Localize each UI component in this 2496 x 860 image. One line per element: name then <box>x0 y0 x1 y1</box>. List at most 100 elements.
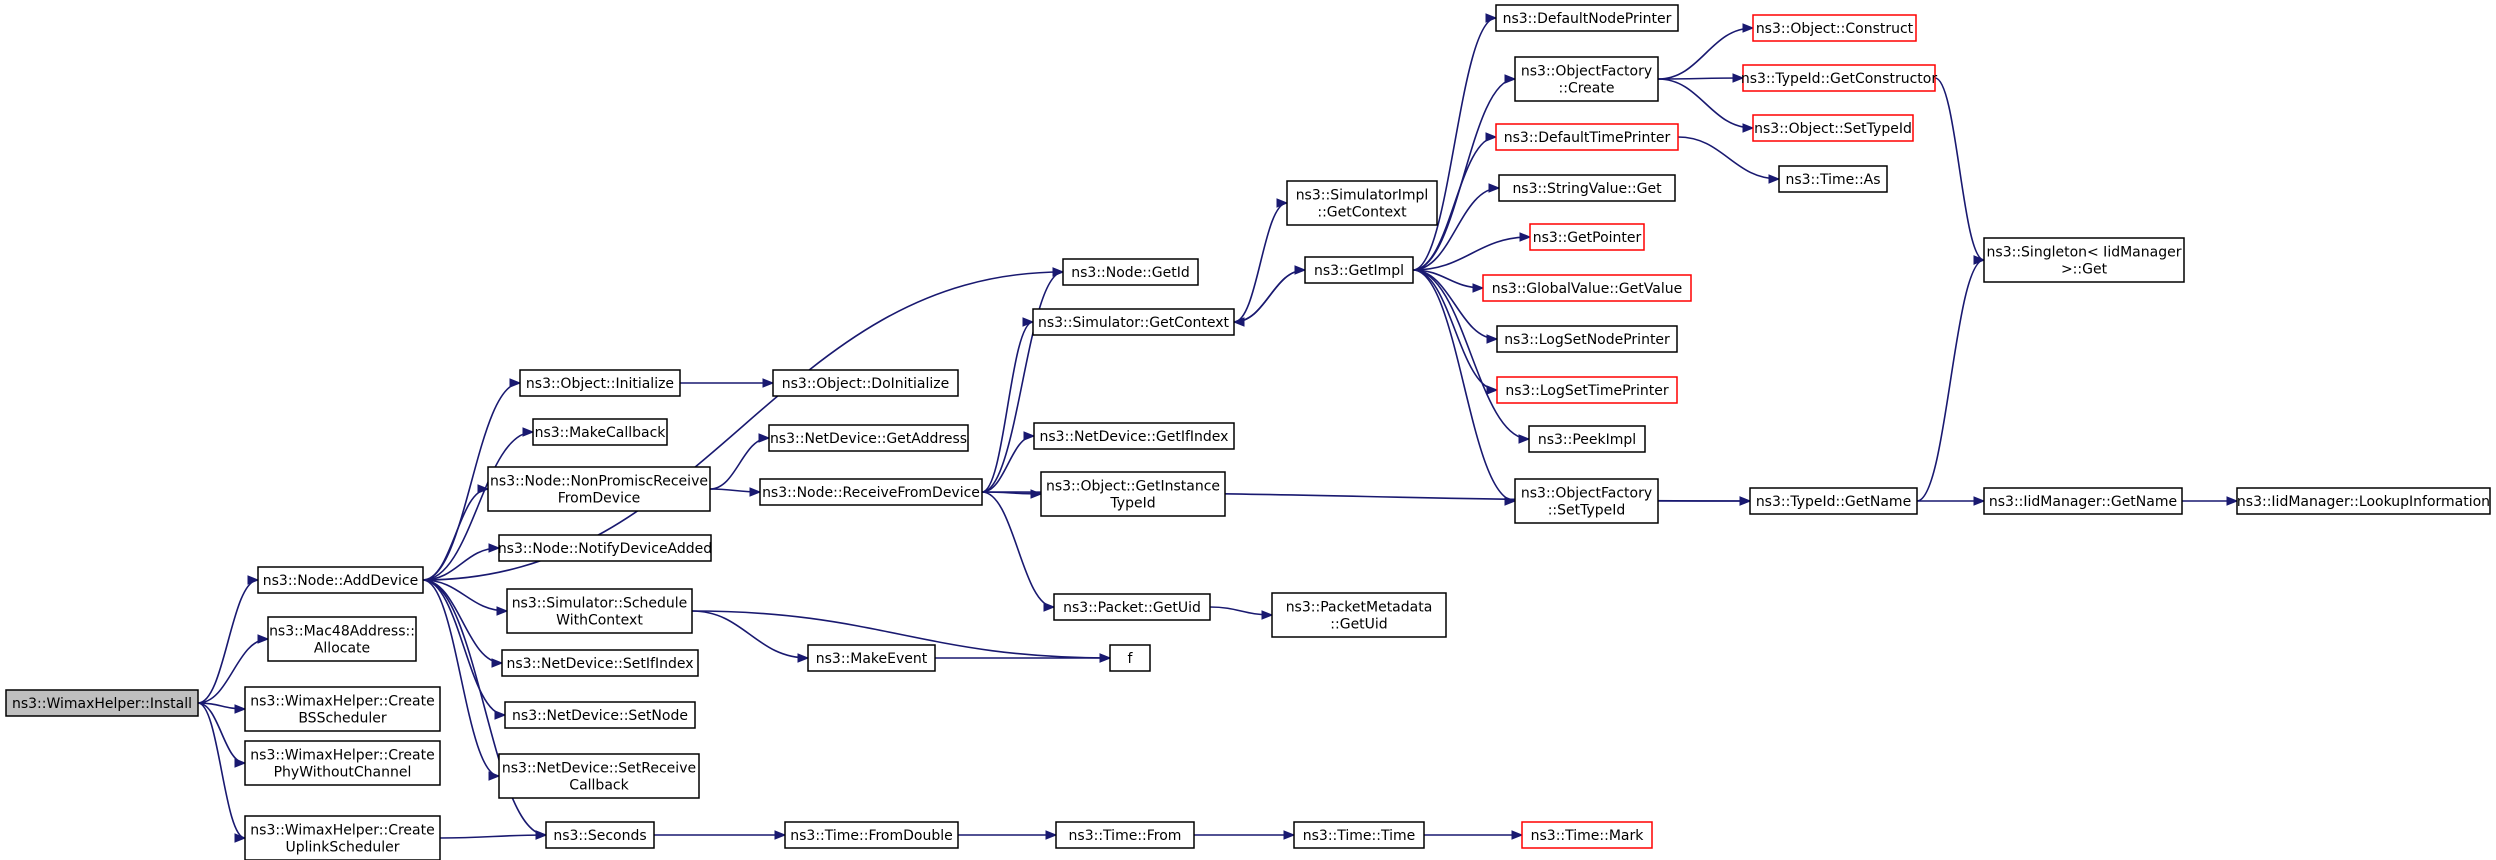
node-box-f[interactable] <box>1109 644 1151 672</box>
node-box-receivefromdev[interactable] <box>759 478 983 506</box>
node-box-getpointer[interactable] <box>1529 223 1645 251</box>
node-box-iidlookup[interactable] <box>2236 487 2491 515</box>
node-mac48[interactable]: ns3::Mac48Address::Allocate <box>267 616 417 662</box>
node-stringvalueget[interactable]: ns3::StringValue::Get <box>1498 174 1676 202</box>
node-box-timeas[interactable] <box>1778 165 1888 193</box>
node-typeidgetctor[interactable]: ns3::TypeId::GetConstructor <box>1741 64 1937 92</box>
node-box-setnode[interactable] <box>504 701 696 729</box>
node-objsettypeid[interactable]: ns3::Object::SetTypeId <box>1752 114 1914 142</box>
node-box-setreceivecb[interactable] <box>498 753 700 799</box>
node-box-logsetnodeprinter[interactable] <box>1496 325 1678 353</box>
node-seconds[interactable]: ns3::Seconds <box>545 821 655 849</box>
node-box-stringvalueget[interactable] <box>1498 174 1676 202</box>
node-deftimeprinter[interactable]: ns3::DefaultTimePrinter <box>1495 123 1679 151</box>
node-box-getinsttypeid[interactable] <box>1040 471 1226 517</box>
node-simimplgetctx[interactable]: ns3::SimulatorImpl::GetContext <box>1286 180 1438 226</box>
node-box-mac48[interactable] <box>267 616 417 662</box>
node-box-install[interactable] <box>5 689 199 717</box>
node-box-objdoinit[interactable] <box>772 369 959 397</box>
node-box-makecallback[interactable] <box>532 418 668 446</box>
node-box-typeidgetname[interactable] <box>1749 487 1918 515</box>
node-nodegetid[interactable]: ns3::Node::GetId <box>1062 258 1199 286</box>
node-box-singletonget[interactable] <box>1983 237 2185 283</box>
node-adddevice[interactable]: ns3::Node::AddDevice <box>257 566 424 594</box>
node-objinit[interactable]: ns3::Object::Initialize <box>519 369 681 397</box>
node-box-createphy[interactable] <box>244 740 441 786</box>
node-f[interactable]: f <box>1109 644 1151 672</box>
node-box-getifindex[interactable] <box>1033 422 1235 450</box>
node-globalvalueget[interactable]: ns3::GlobalValue::GetValue <box>1482 274 1692 302</box>
node-box-timetime[interactable] <box>1293 821 1425 849</box>
node-box-deftimeprinter[interactable] <box>1495 123 1679 151</box>
node-box-createup[interactable] <box>244 815 441 860</box>
node-getifindex[interactable]: ns3::NetDevice::GetIfIndex <box>1033 422 1235 450</box>
node-box-schedwithctx[interactable] <box>506 588 693 634</box>
node-peekimpl[interactable]: ns3::PeekImpl <box>1528 425 1646 453</box>
node-timetime[interactable]: ns3::Time::Time <box>1293 821 1425 849</box>
node-notifyadded[interactable]: ns3::Node::NotifyDeviceAdded <box>498 534 712 562</box>
node-objfactcreate[interactable]: ns3::ObjectFactory::Create <box>1514 56 1659 102</box>
node-setnode[interactable]: ns3::NetDevice::SetNode <box>504 701 696 729</box>
node-box-typeidgetctor[interactable] <box>1742 64 1936 92</box>
node-timemark[interactable]: ns3::Time::Mark <box>1521 821 1653 849</box>
node-box-timemark[interactable] <box>1521 821 1653 849</box>
node-install[interactable]: ns3::WimaxHelper::Install <box>5 689 199 717</box>
node-box-getimpl[interactable] <box>1304 256 1414 284</box>
node-objdoinit[interactable]: ns3::Object::DoInitialize <box>772 369 959 397</box>
node-iidgetname[interactable]: ns3::IidManager::GetName <box>1983 487 2183 515</box>
node-box-objconstruct[interactable] <box>1752 14 1917 42</box>
node-box-objinit[interactable] <box>519 369 681 397</box>
node-makeevent[interactable]: ns3::MakeEvent <box>807 644 936 672</box>
node-box-setifindex[interactable] <box>501 649 699 677</box>
node-box-packetgetuid[interactable] <box>1053 593 1211 621</box>
node-box-pktmetagetuid[interactable] <box>1271 592 1447 638</box>
node-box-makeevent[interactable] <box>807 644 936 672</box>
node-packetgetuid[interactable]: ns3::Packet::GetUid <box>1053 593 1211 621</box>
node-box-simgetctx[interactable] <box>1032 308 1235 336</box>
node-box-globalvalueget[interactable] <box>1482 274 1692 302</box>
node-box-adddevice[interactable] <box>257 566 424 594</box>
node-pktmetagetuid[interactable]: ns3::PacketMetadata::GetUid <box>1271 592 1447 638</box>
node-box-nonpromisc[interactable] <box>487 466 711 512</box>
node-box-objfactcreate[interactable] <box>1514 56 1659 102</box>
node-makecallback[interactable]: ns3::MakeCallback <box>532 418 668 446</box>
node-box-iidgetname[interactable] <box>1983 487 2183 515</box>
node-receivefromdev[interactable]: ns3::Node::ReceiveFromDevice <box>759 478 983 506</box>
node-box-timefrom[interactable] <box>1055 821 1195 849</box>
node-box-createbs[interactable] <box>244 686 441 732</box>
node-getimpl[interactable]: ns3::GetImpl <box>1304 256 1414 284</box>
node-logsetnodeprinter[interactable]: ns3::LogSetNodePrinter <box>1496 325 1678 353</box>
node-box-getaddress[interactable] <box>768 424 969 452</box>
node-box-simimplgetctx[interactable] <box>1286 180 1438 226</box>
node-getaddress[interactable]: ns3::NetDevice::GetAddress <box>768 424 969 452</box>
node-box-logsettimeprinter[interactable] <box>1496 376 1678 404</box>
node-fromdouble[interactable]: ns3::Time::FromDouble <box>784 821 959 849</box>
node-createphy[interactable]: ns3::WimaxHelper::CreatePhyWithoutChanne… <box>244 740 441 786</box>
node-box-peekimpl[interactable] <box>1528 425 1646 453</box>
node-timefrom[interactable]: ns3::Time::From <box>1055 821 1195 849</box>
node-setifindex[interactable]: ns3::NetDevice::SetIfIndex <box>501 649 699 677</box>
node-box-objfactsettypeid[interactable] <box>1514 478 1659 524</box>
node-box-objsettypeid[interactable] <box>1752 114 1914 142</box>
node-box-seconds[interactable] <box>545 821 655 849</box>
node-objconstruct[interactable]: ns3::Object::Construct <box>1752 14 1917 42</box>
node-defnodeprinter[interactable]: ns3::DefaultNodePrinter <box>1495 4 1679 32</box>
node-singletonget[interactable]: ns3::Singleton< IidManager >::Get <box>1983 237 2185 283</box>
node-timeas[interactable]: ns3::Time::As <box>1778 165 1888 193</box>
node-box-defnodeprinter[interactable] <box>1495 4 1679 32</box>
node-simgetctx[interactable]: ns3::Simulator::GetContext <box>1032 308 1235 336</box>
node-logsettimeprinter[interactable]: ns3::LogSetTimePrinter <box>1496 376 1678 404</box>
node-typeidgetname[interactable]: ns3::TypeId::GetName <box>1749 487 1918 515</box>
node-box-notifyadded[interactable] <box>498 534 712 562</box>
node-objfactsettypeid[interactable]: ns3::ObjectFactory::SetTypeId <box>1514 478 1659 524</box>
node-box-nodegetid[interactable] <box>1062 258 1199 286</box>
node-iidlookup[interactable]: ns3::IidManager::LookupInformation <box>2236 487 2491 515</box>
node-getpointer[interactable]: ns3::GetPointer <box>1529 223 1645 251</box>
node-box-fromdouble[interactable] <box>784 821 959 849</box>
